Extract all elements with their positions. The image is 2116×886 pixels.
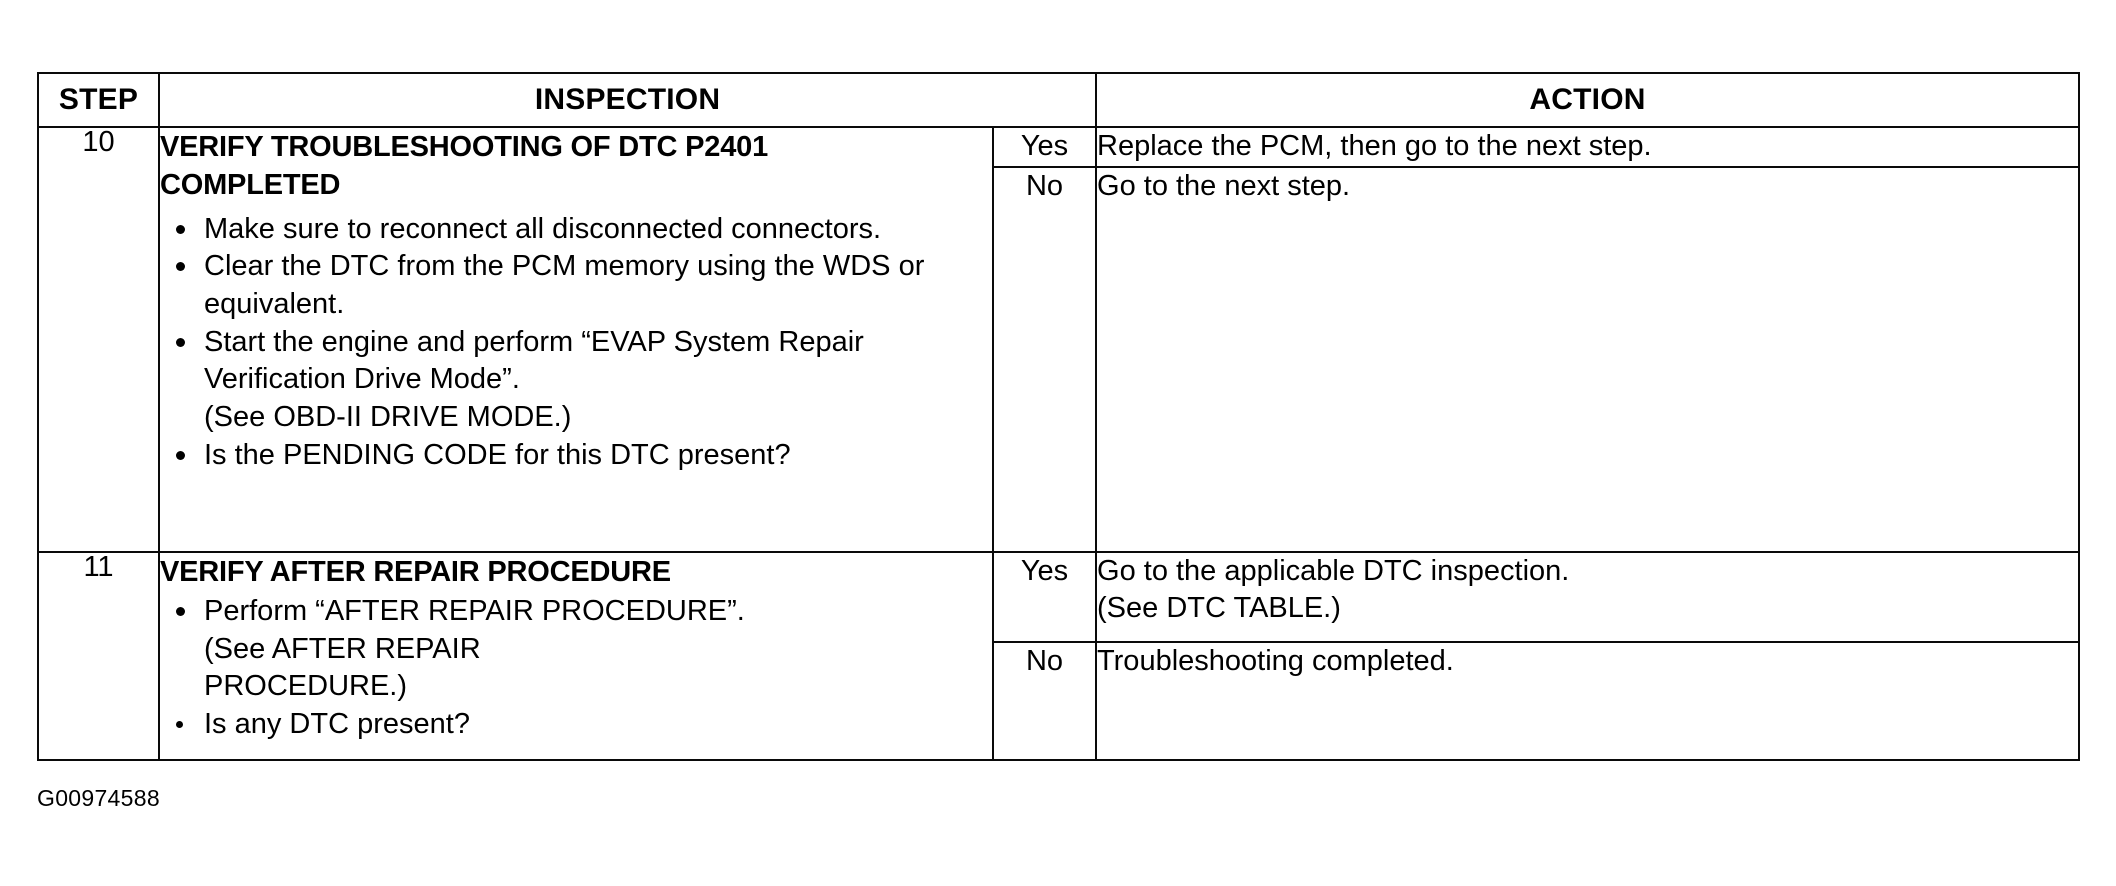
inspection-bullet-list-10: Make sure to reconnect all disconnected … (160, 211, 992, 475)
figure-id-label: G00974588 (37, 785, 160, 811)
list-item: Clear the DTC from the PCM memory using … (160, 248, 992, 323)
header-row: STEP INSPECTION ACTION (37, 72, 2081, 128)
result-label-yes-10: Yes (991, 126, 1098, 168)
list-item: Start the engine and perform “EVAP Syste… (160, 324, 992, 437)
action-cell-no-10: Go to the next step. (1095, 165, 2081, 553)
inspection-bullet-list-11: Perform “AFTER REPAIR PROCEDURE”. (See A… (160, 593, 992, 744)
table-row: No Troubleshooting completed. (38, 640, 2081, 761)
result-label-yes-11: Yes (991, 550, 1098, 643)
inspection-reference-11-line2: PROCEDURE.) (204, 670, 408, 703)
inspection-title-10: VERIFY TROUBLESHOOTING OF DTC P2401 COMP… (160, 131, 769, 202)
list-item: Make sure to reconnect all disconnected … (160, 211, 992, 249)
table-body: 10 VERIFY TROUBLESHOOTING OF DTC P2401 C… (37, 126, 2081, 761)
table-row: 11 VERIFY AFTER REPAIR PROCEDURE Perform… (37, 550, 2081, 761)
step-number-10: 10 (37, 126, 160, 553)
column-header-action: ACTION (1095, 72, 2081, 128)
troubleshooting-table: STEP INSPECTION ACTION 10 VERIFY TROUBLE… (37, 72, 2081, 761)
result-label-no-10: No (991, 165, 1098, 553)
action-cell-yes-11: Go to the applicable DTC inspection. (Se… (1095, 550, 2081, 643)
inspection-reference-10: (See OBD-II DRIVE MODE.) (204, 400, 572, 433)
inspection-cell-10: VERIFY TROUBLESHOOTING OF DTC P2401 COMP… (158, 126, 994, 553)
result-label-no-11: No (991, 640, 1098, 761)
table-header: STEP INSPECTION ACTION (37, 72, 2081, 128)
inspection-cell-11: VERIFY AFTER REPAIR PROCEDURE Perform “A… (158, 550, 994, 761)
action-cell-no-11: Troubleshooting completed. (1095, 640, 2081, 761)
list-item: Is any DTC present? (160, 706, 992, 744)
action-cell-yes-10: Replace the PCM, then go to the next ste… (1095, 126, 2081, 168)
table-row: 10 VERIFY TROUBLESHOOTING OF DTC P2401 C… (37, 126, 2081, 553)
table-row: No Go to the next step. (38, 165, 2081, 553)
list-item: Is the PENDING CODE for this DTC present… (160, 437, 992, 475)
list-item: Perform “AFTER REPAIR PROCEDURE”. (See A… (160, 593, 992, 706)
column-header-step: STEP (37, 72, 160, 128)
inspection-reference-11-line1: (See AFTER REPAIR (204, 632, 481, 665)
column-header-inspection: INSPECTION (157, 72, 1098, 128)
step-number-11: 11 (37, 550, 160, 761)
inspection-title-11: VERIFY AFTER REPAIR PROCEDURE (160, 555, 671, 588)
